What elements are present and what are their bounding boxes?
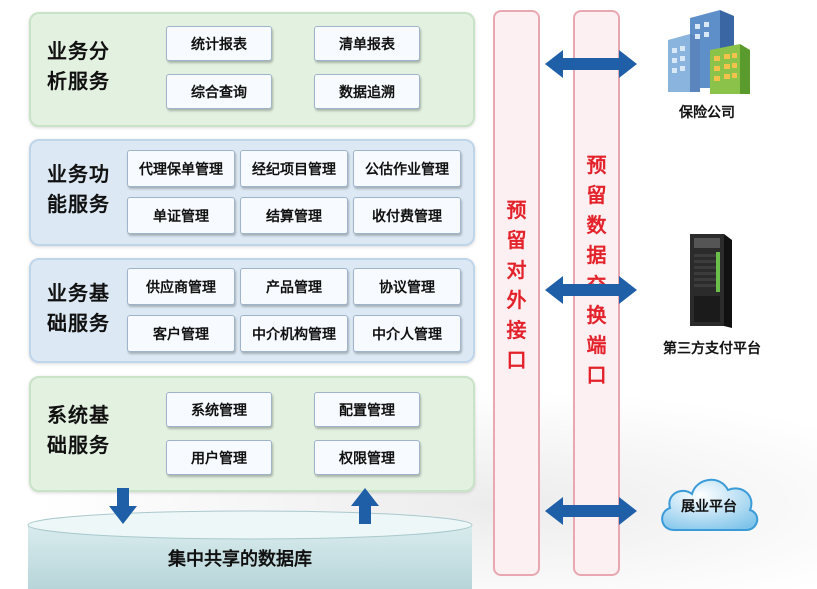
- title-line-2: 础服务: [47, 311, 110, 335]
- list-report-button[interactable]: 清单报表: [314, 26, 420, 61]
- database-cylinder: [27, 510, 473, 589]
- supplier-management-button[interactable]: 供应商管理: [127, 268, 235, 305]
- intermediary-person-button[interactable]: 中介人管理: [353, 315, 461, 352]
- title-line-1: 系统基: [47, 403, 110, 427]
- cloud-icon: [661, 479, 759, 531]
- permission-management-button[interactable]: 权限管理: [314, 440, 420, 475]
- business-basic-panel: 业务基 础服务 供应商管理 产品管理 协议管理 客户管理 中介机构管理 中介人管…: [29, 258, 475, 363]
- customer-management-button[interactable]: 客户管理: [127, 315, 235, 352]
- char: 预: [506, 198, 527, 222]
- title-line-1: 业务基: [47, 281, 110, 305]
- intermediary-org-button[interactable]: 中介机构管理: [240, 315, 348, 352]
- char: 数: [586, 213, 607, 237]
- char: 外: [506, 288, 527, 312]
- char: 预: [586, 153, 607, 177]
- data-trace-button[interactable]: 数据追溯: [314, 74, 420, 109]
- double-arrow-icon-payment: [545, 276, 637, 304]
- brokerage-project-button[interactable]: 经纪项目管理: [240, 150, 348, 187]
- char: 口: [506, 348, 527, 372]
- external-interface-bar: 预 留 对 外 接 口: [493, 10, 540, 576]
- business-basic-title: 业务基 础服务: [47, 278, 127, 338]
- statistics-report-button[interactable]: 统计报表: [166, 26, 272, 61]
- business-analysis-title: 业务分 析服务: [47, 36, 127, 96]
- database-label: 集中共享的数据库: [168, 549, 312, 570]
- char: 对: [506, 258, 527, 282]
- char: 端: [586, 333, 607, 357]
- insurance-company-label: 保险公司: [679, 105, 735, 121]
- payment-platform-label: 第三方支付平台: [663, 341, 761, 357]
- product-management-button[interactable]: 产品管理: [240, 268, 348, 305]
- business-analysis-panel: 业务分 析服务 统计报表 清单报表 综合查询 数据追溯: [29, 12, 475, 127]
- business-platform-label: 展业平台: [681, 499, 737, 515]
- char: 据: [586, 243, 607, 267]
- char: 留: [506, 228, 527, 252]
- agency-policy-button[interactable]: 代理保单管理: [127, 150, 235, 187]
- business-function-title: 业务功 能服务: [47, 159, 127, 219]
- config-management-button[interactable]: 配置管理: [314, 392, 420, 427]
- payment-management-button[interactable]: 收付费管理: [353, 197, 461, 234]
- double-arrow-icon-insurance: [545, 50, 637, 78]
- business-function-panel: 业务功 能服务 代理保单管理 经纪项目管理 公估作业管理 单证管理 结算管理 收…: [29, 139, 475, 246]
- system-basic-title: 系统基 础服务: [47, 400, 127, 460]
- up-arrow-icon: [351, 488, 379, 524]
- settlement-management-button[interactable]: 结算管理: [240, 197, 348, 234]
- user-management-button[interactable]: 用户管理: [166, 440, 272, 475]
- title-line-1: 业务分: [47, 39, 110, 63]
- title-line-2: 能服务: [47, 192, 110, 216]
- system-management-button[interactable]: 系统管理: [166, 392, 272, 427]
- title-line-1: 业务功: [47, 162, 110, 186]
- char: 换: [586, 303, 607, 327]
- data-exchange-text: 预 留 数 据 交 换 端 口: [575, 150, 618, 390]
- agreement-management-button[interactable]: 协议管理: [353, 268, 461, 305]
- title-line-2: 础服务: [47, 433, 110, 457]
- server-icon: [690, 234, 732, 328]
- char: 接: [506, 318, 527, 342]
- document-management-button[interactable]: 单证管理: [127, 197, 235, 234]
- double-arrow-icon-platform: [545, 497, 637, 525]
- char: 留: [586, 183, 607, 207]
- assessment-work-button[interactable]: 公估作业管理: [353, 150, 461, 187]
- char: 口: [586, 363, 607, 387]
- title-line-2: 析服务: [47, 69, 110, 93]
- system-basic-panel: 系统基 础服务 系统管理 配置管理 用户管理 权限管理: [29, 376, 475, 492]
- down-arrow-icon: [109, 488, 137, 524]
- comprehensive-query-button[interactable]: 综合查询: [166, 74, 272, 109]
- external-interface-text: 预 留 对 外 接 口: [495, 195, 538, 375]
- buildings-icon: [668, 10, 750, 94]
